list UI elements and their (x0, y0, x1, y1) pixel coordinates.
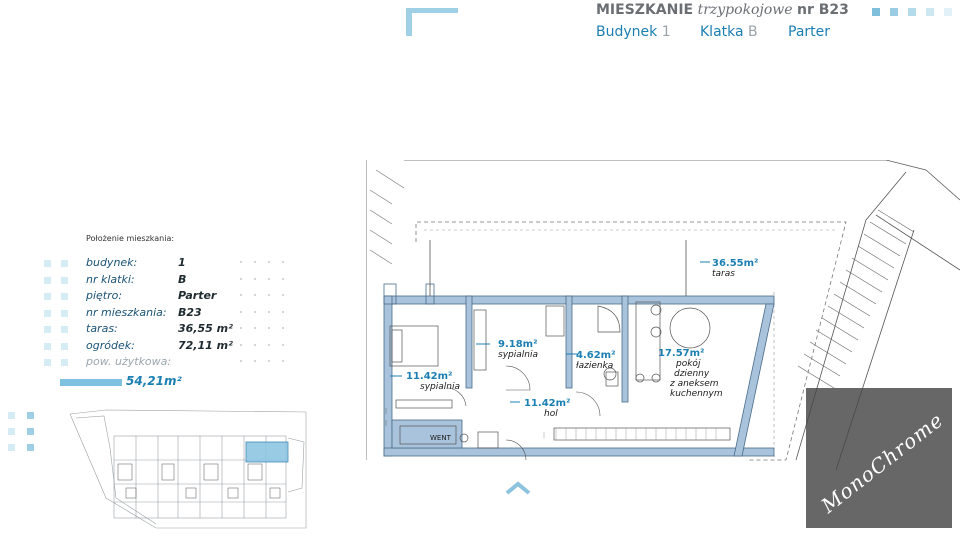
detail-label: ogródek: (86, 338, 135, 352)
title-bold: MIESZKANIE (596, 2, 694, 18)
detail-value: 1 (178, 256, 186, 269)
chevron-up-icon[interactable] (504, 480, 532, 496)
room-area-bedroom-2: 9.18m² (498, 339, 537, 350)
title-italic: trzypokojowe (697, 2, 793, 18)
detail-row: budynek: 1 (44, 256, 304, 273)
title-dot (926, 8, 934, 16)
room-area-hall: 11.42m² (524, 398, 570, 409)
floor-info: Parter (788, 24, 831, 40)
title-dots (872, 8, 952, 16)
room-name-hall: hol (544, 409, 558, 419)
detail-value: B (178, 272, 187, 286)
detail-label: nr mieszkania: (86, 305, 167, 319)
room-name-living-4: kuchennym (670, 389, 723, 399)
staircase-label: Klatka (700, 24, 744, 40)
detail-row: nr klatki: B (44, 273, 304, 290)
detail-label: taras: (86, 322, 118, 335)
highlighted-apartment (245, 441, 289, 463)
staircase-info: Klatka B (700, 24, 758, 40)
apartment-details: budynek: 1 nr klatki: B piętro: Parter n… (44, 256, 304, 372)
room-name-bedroom-1: sypialnia (420, 382, 460, 392)
building-info: Budynek 1 (596, 24, 671, 40)
detail-value: 72,11 m² (178, 338, 233, 352)
title-dot (872, 8, 880, 16)
detail-value: 36,55 m² (178, 322, 233, 335)
apartment-floor-plan: 9.18m² sypialnia 4.62m² łazienka 17.57m²… (366, 160, 960, 471)
detail-value: Parter (178, 289, 217, 302)
vent-label: WENT (430, 434, 452, 442)
usable-area-value: 54,21m² (126, 374, 182, 388)
decorative-squares (8, 412, 34, 451)
title-dot (908, 8, 916, 16)
detail-label: nr klatki: (86, 272, 135, 286)
building-label: Budynek (596, 24, 658, 40)
watermark-logo: MonoChrome (806, 388, 952, 528)
detail-value: B23 (178, 305, 202, 319)
detail-label: pow. użytkowa: (86, 355, 172, 368)
detail-row: taras: 36,55 m² (44, 322, 304, 339)
room-name-living-2: dzienny (674, 369, 710, 379)
usable-area-bar (60, 379, 122, 386)
room-area-living: 17.57m² (658, 348, 704, 359)
detail-row: pow. użytkowa: (44, 355, 304, 372)
title-dot (890, 8, 898, 16)
room-name-bedroom-2: sypialnia (498, 350, 538, 360)
watermark-text: MonoChrome (816, 407, 948, 518)
detail-label: budynek: (86, 256, 138, 269)
room-area-bathroom: 4.62m² (576, 350, 615, 361)
location-label: Położenie mieszkania: (86, 234, 175, 243)
detail-label: piętro: (86, 289, 123, 302)
detail-row: nr mieszkania: B23 (44, 306, 304, 323)
apartment-title: MIESZKANIE trzypokojowe nr B23 (596, 2, 849, 18)
title-dot (944, 8, 952, 16)
room-area-bedroom-1: 11.42m² (406, 371, 452, 382)
room-name-living-1: pokój (675, 358, 701, 369)
room-name-living-3: z aneksem (669, 379, 719, 389)
staircase-value: B (748, 24, 758, 40)
detail-row: piętro: Parter (44, 289, 304, 306)
room-name-bathroom: łazienka (576, 361, 613, 371)
title-number: nr B23 (796, 2, 849, 18)
detail-row: ogródek: 72,11 m² (44, 339, 304, 356)
room-name-terrace: taras (712, 269, 735, 279)
corner-decoration (406, 8, 458, 36)
room-area-terrace: 36.55m² (712, 258, 758, 269)
building-value: 1 (661, 24, 671, 40)
building-key-plan[interactable] (66, 408, 308, 530)
